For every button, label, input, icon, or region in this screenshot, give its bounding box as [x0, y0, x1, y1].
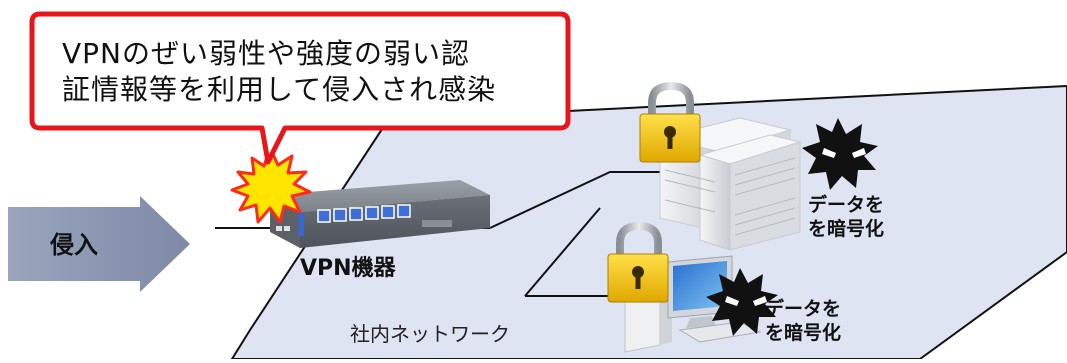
server-encrypt-label: データを を暗号化 — [808, 193, 884, 241]
server-encrypt-line-2: を暗号化 — [808, 218, 885, 240]
infection-burst-icon — [230, 146, 312, 224]
callout-line-1: VPNのぜい弱性や強度の弱い認 — [62, 37, 470, 70]
pc-encrypt-label: データを を暗号化 — [765, 297, 841, 345]
callout-text: VPNのぜい弱性や強度の弱い認 証情報等を利用して侵入され感染 — [62, 36, 562, 108]
intrusion-arrow — [8, 196, 190, 292]
pc-threat-icon — [706, 268, 778, 336]
pc-encrypt-line-2: を暗号化 — [765, 322, 842, 344]
server-lock-icon — [639, 81, 701, 163]
callout-line-2: 証情報等を利用して侵入され感染 — [62, 73, 497, 106]
vpn-device-label: VPN機器 — [300, 256, 396, 281]
callout-bubble — [29, 11, 571, 165]
vpn-device — [270, 180, 490, 248]
intrusion-label: 侵入 — [50, 231, 98, 259]
pc-lock-icon — [607, 221, 669, 303]
server-threat-icon — [802, 118, 878, 190]
pc-encrypt-line-1: データを — [765, 298, 842, 320]
internal-network-label: 社内ネットワーク — [350, 322, 510, 346]
server-encrypt-line-1: データを — [808, 194, 885, 216]
